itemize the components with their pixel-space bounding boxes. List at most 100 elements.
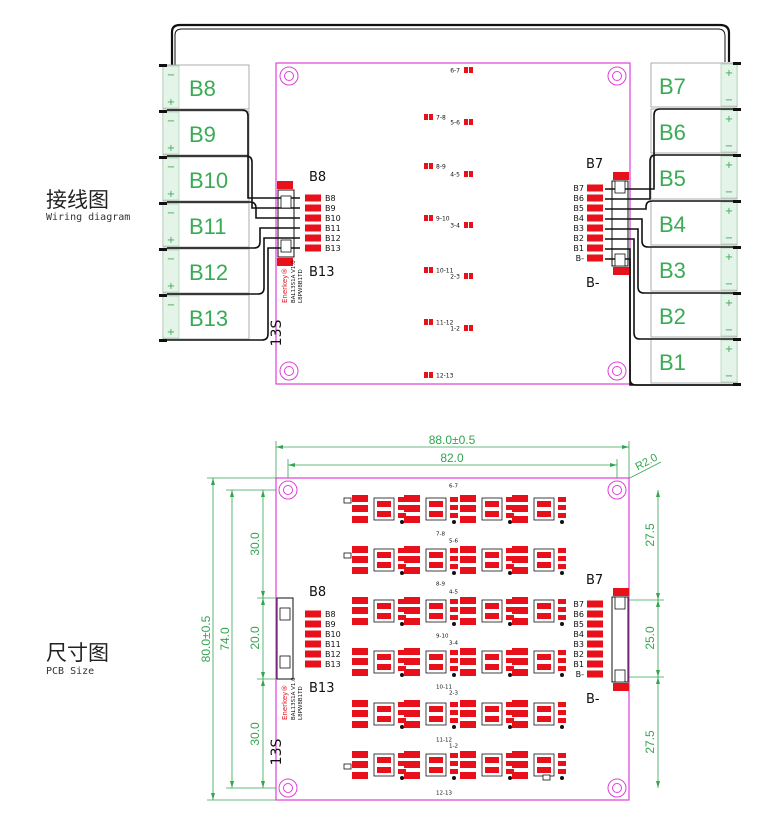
pin-label: B-	[576, 670, 584, 679]
cell-label: B3	[659, 258, 686, 283]
cell-label: B9	[189, 122, 216, 147]
pcb-left-connector-bottom-label: B13	[309, 681, 334, 696]
left-connector-top-label: B8	[309, 170, 326, 185]
cell-label: B1	[659, 350, 686, 375]
balancer-cell-circuit	[512, 546, 566, 575]
dim-hole-height: 74.0	[218, 627, 232, 651]
pin-label: B3	[573, 224, 584, 233]
pin-pad	[305, 194, 321, 202]
pin-pad	[305, 660, 321, 668]
terminal-sign: +	[725, 68, 733, 79]
pin-label: B12	[325, 234, 341, 243]
pin-pad	[587, 620, 603, 628]
terminal-sign: −	[725, 325, 733, 336]
pcb-node-label: 4-5	[449, 590, 458, 596]
left-cell-stack: B8−+B9−+B10−+B11−+B12−+B13−+	[159, 64, 250, 342]
pin-pad	[587, 610, 603, 618]
cell-label: B2	[659, 304, 686, 329]
pin-pad	[587, 204, 603, 212]
pin-pad	[587, 640, 603, 648]
pin-label: B7	[573, 184, 584, 193]
battery-cell-b3: B3 + −	[650, 246, 741, 292]
pcb-board-outline	[275, 477, 630, 801]
pin-pad	[587, 224, 603, 232]
pin-label: B4	[573, 214, 584, 223]
pin-label: B11	[325, 640, 341, 649]
pin-label: B8	[325, 194, 336, 203]
balance-node-label: 1-2	[450, 326, 460, 333]
pcb-left-connector-top-label: B8	[309, 585, 326, 600]
pcb-node-label: 8-9	[436, 582, 445, 588]
center-pad-column: 6-77-85-68-94-59-103-410-112-311-121-212…	[424, 67, 473, 380]
balancer-cell-circuit	[352, 700, 406, 729]
terminal-sign: +	[725, 298, 733, 309]
pcb-right-connector-top-label: B7	[586, 573, 603, 588]
pcb-left-connector	[276, 597, 294, 680]
cell-label: B13	[189, 306, 228, 331]
dim-right-top: 27.5	[643, 523, 657, 547]
pcb-node-label: 7-8	[436, 532, 445, 538]
mount-hole	[279, 66, 627, 381]
pin-pad	[587, 234, 603, 242]
pin-pad	[305, 610, 321, 618]
terminal-sign: +	[167, 235, 175, 246]
battery-cell-b10: B10−+	[159, 156, 250, 202]
dim-hole-width: 82.0	[440, 451, 464, 465]
balancer-cell-circuit	[352, 648, 406, 677]
pin-pad	[587, 670, 603, 678]
pin-pad	[305, 650, 321, 658]
left-connector	[277, 181, 295, 266]
balancer-cell-circuit	[404, 751, 458, 780]
right-connector	[611, 172, 629, 275]
battery-cell-b1: B1+−	[650, 338, 741, 384]
pin-pad	[587, 194, 603, 202]
dimension-arrows	[211, 445, 660, 800]
pin-label: B6	[573, 610, 584, 619]
cell-label: B7	[659, 74, 686, 99]
balancer-cell-circuit	[404, 546, 458, 575]
pcb-series-label: 13S	[269, 739, 285, 766]
balance-node-label: 5-6	[450, 120, 460, 127]
pin-pad	[587, 214, 603, 222]
dim-total-width: 88.0±0.5	[429, 433, 476, 447]
wiring-title-cn: 接线图	[46, 188, 109, 212]
terminal-sign: −	[725, 371, 733, 382]
balancer-cell-circuit	[404, 648, 458, 677]
board-silkscreen: Enerkey® BAL13S1A V1.0 L8PW8B1TD	[281, 260, 304, 303]
balancer-cell-circuit	[460, 546, 514, 575]
balancer-cell-circuit	[460, 597, 514, 626]
pcb-silkscreen: Enerkey® BAL13S1A V1.0 L8PW8B1TD	[281, 677, 304, 720]
cell-label: B11	[189, 214, 227, 239]
wiring-title-en: Wiring diagram	[46, 212, 131, 223]
balancer-cell-circuit	[404, 597, 458, 626]
terminal-sign: −	[167, 300, 175, 311]
pcb-center-labels: 6-77-85-68-94-59-103-410-112-311-121-212…	[436, 484, 458, 797]
dim-total-height: 80.0±0.5	[199, 615, 213, 662]
right-connector-top-label: B7	[586, 157, 603, 172]
cell-label: B8	[189, 76, 216, 101]
pin-pad	[305, 620, 321, 628]
terminal-sign: +	[167, 281, 175, 292]
pin-label: B1	[573, 660, 584, 669]
terminal-sign: +	[725, 252, 733, 263]
wiring-board-outline	[275, 62, 631, 385]
pin-pad	[587, 254, 603, 262]
pcb-node-label: 3-4	[449, 641, 458, 647]
terminal-sign: −	[167, 162, 175, 173]
cell-label: B5	[659, 166, 686, 191]
pin-label: B4	[573, 630, 584, 639]
battery-cell-b4: B4+−	[650, 200, 741, 246]
cell-label: B6	[659, 120, 686, 145]
terminal-sign: +	[725, 160, 733, 171]
pcb-model-label: BAL13S1A V1.0	[291, 677, 297, 720]
dim-right-bottom: 27.5	[643, 730, 657, 754]
pin-pad	[305, 630, 321, 638]
pcb-node-label: 6-7	[449, 484, 458, 490]
terminal-sign: +	[167, 327, 175, 338]
dim-left-top: 30.0	[248, 532, 262, 556]
balance-node-label: 4-5	[450, 172, 460, 179]
terminal-sign: −	[725, 279, 733, 290]
pin-pad	[305, 234, 321, 242]
